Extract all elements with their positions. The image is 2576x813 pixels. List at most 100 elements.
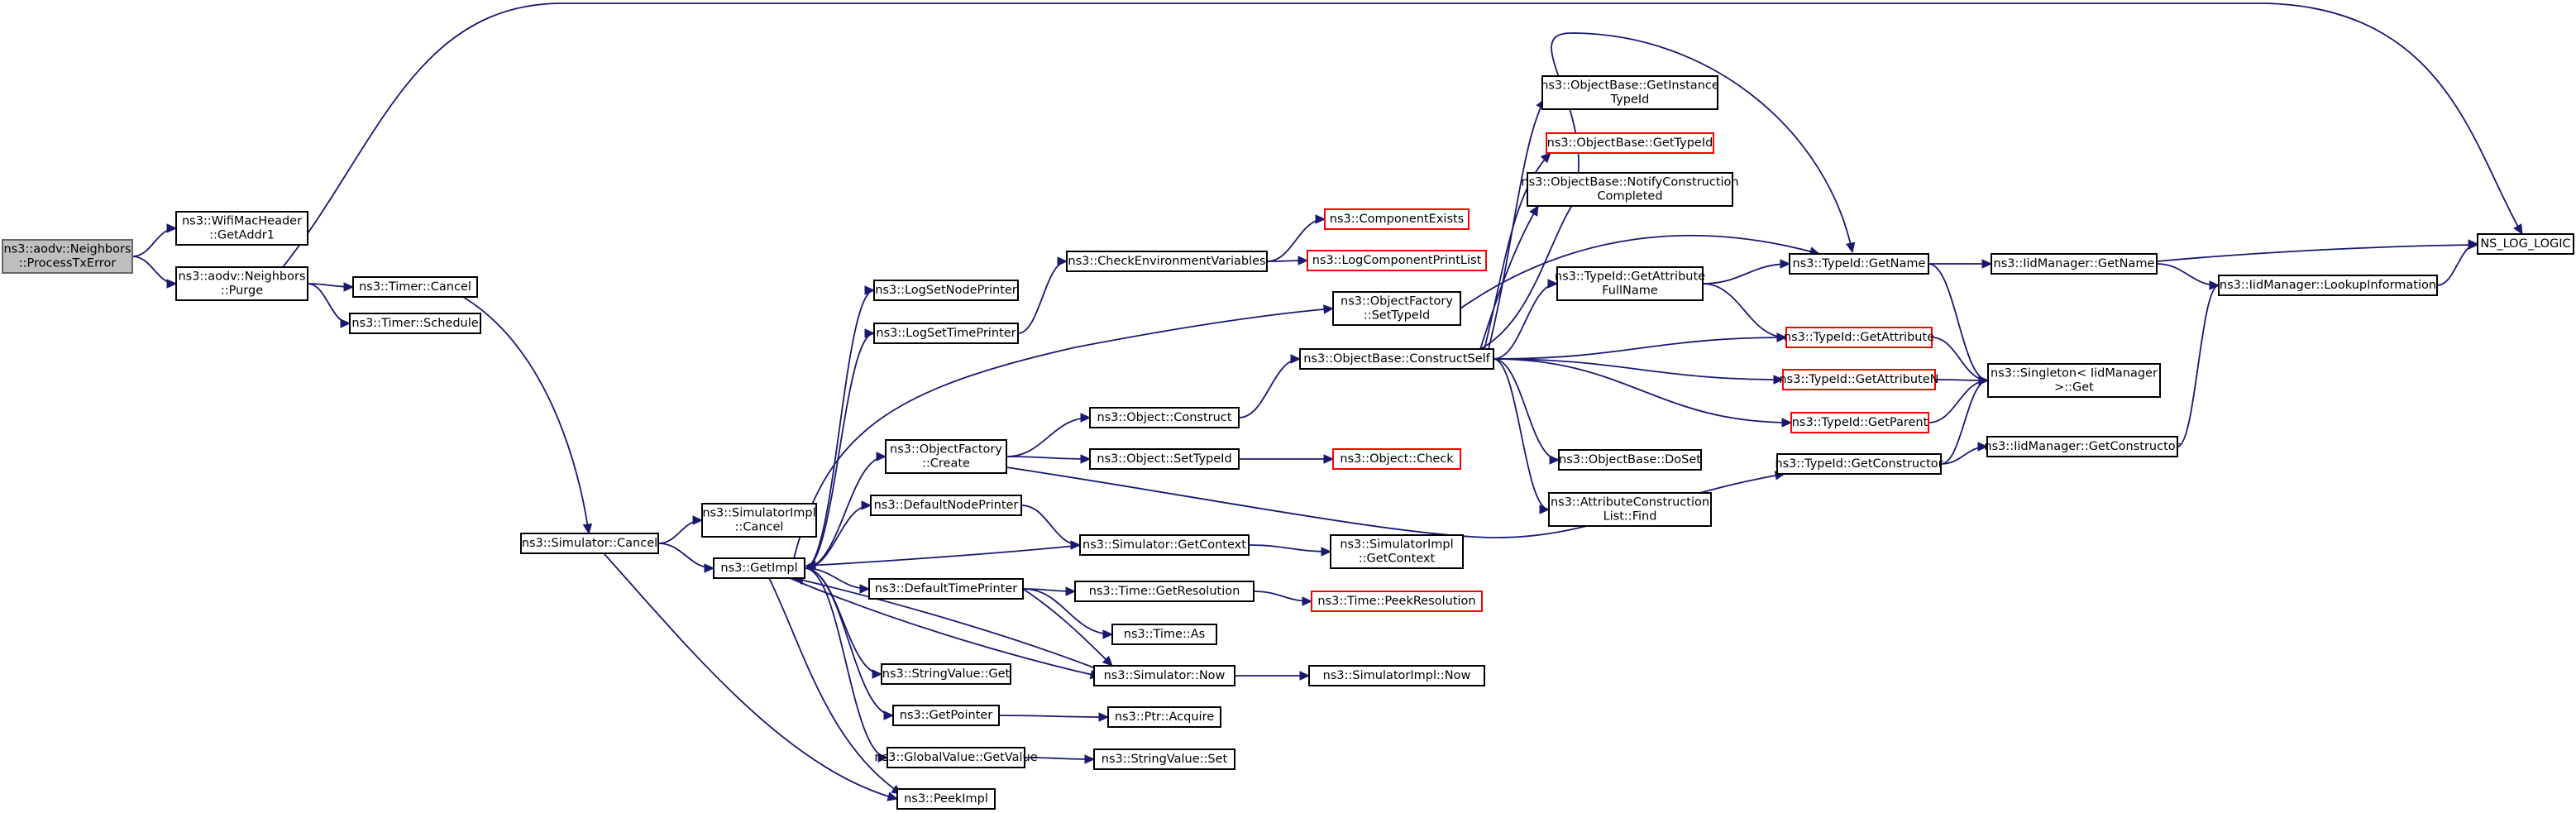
arrow-head bbox=[877, 753, 889, 763]
node-object-base-construct-self[interactable]: ns3::ObjectBase::ConstructSelf bbox=[1299, 348, 1494, 370]
node-singleton-iid-manager-get[interactable]: ns3::Singleton< IidManager>::Get bbox=[1987, 363, 2161, 398]
node-string-value-get[interactable]: ns3::StringValue::Get bbox=[881, 663, 1011, 685]
node-label: ns3::TypeId::GetAttribute bbox=[1555, 270, 1705, 284]
node-component-exists[interactable]: ns3::ComponentExists bbox=[1324, 208, 1470, 230]
node-ns-log-logic[interactable]: NS_LOG_LOGIC bbox=[2477, 233, 2574, 255]
node-object-check[interactable]: ns3::Object::Check bbox=[1332, 448, 1461, 470]
edge-object_base_construct_self-to-object_base_notify_construction_completed bbox=[1479, 204, 1539, 350]
node-default-time-printer[interactable]: ns3::DefaultTimePrinter bbox=[868, 578, 1024, 600]
node-box bbox=[175, 266, 308, 301]
node-simulator-cancel[interactable]: ns3::Simulator::Cancel bbox=[520, 533, 659, 554]
node-iid-manager-get-constructor[interactable]: ns3::IidManager::GetConstructor bbox=[1984, 436, 2181, 457]
node-label: ns3::Singleton< IidManager bbox=[1991, 367, 2158, 380]
node-label: ::GetContext bbox=[1359, 552, 1436, 566]
node-peek-impl[interactable]: ns3::PeekImpl bbox=[896, 788, 996, 810]
edge-line bbox=[1006, 417, 1091, 457]
node-log-component-print-list[interactable]: ns3::LogComponentPrintList bbox=[1307, 250, 1487, 271]
node-label: >::Get bbox=[2054, 381, 2094, 395]
node-timer-schedule[interactable]: ns3::Timer::Schedule bbox=[349, 313, 481, 334]
edge-line bbox=[1017, 261, 1068, 334]
node-get-addr1[interactable]: ns3::WifiMacHeader::GetAddr1 bbox=[175, 211, 308, 246]
node-log-set-time-printer[interactable]: ns3::LogSetTimePrinter bbox=[873, 323, 1019, 344]
node-label: ns3::Timer::Cancel bbox=[359, 280, 471, 294]
node-simulator-now[interactable]: ns3::Simulator::Now bbox=[1093, 665, 1235, 686]
node-ptr-acquire[interactable]: ns3::Ptr::Acquire bbox=[1107, 706, 1221, 728]
node-label: ns3::ObjectBase::GetTypeId bbox=[1547, 136, 1713, 150]
node-label: ns3::Object::Check bbox=[1340, 452, 1454, 466]
node-get-impl[interactable]: ns3::GetImpl bbox=[713, 557, 805, 579]
arrow-head bbox=[1773, 375, 1785, 385]
node-time-peek-resolution[interactable]: ns3::Time::PeekResolution bbox=[1311, 591, 1483, 612]
node-box bbox=[1541, 75, 1718, 110]
node-type-id-get-parent[interactable]: ns3::TypeId::GetParent bbox=[1790, 412, 1929, 433]
node-label: ns3::aodv::Neighbors bbox=[3, 243, 131, 256]
nodes-layer: ns3::aodv::Neighbors::ProcessTxErrorns3:… bbox=[2, 75, 2574, 810]
edge-line bbox=[768, 577, 902, 795]
node-default-node-printer[interactable]: ns3::DefaultNodePrinter bbox=[870, 495, 1022, 516]
edge-line bbox=[793, 308, 1334, 559]
edge-timer_cancel-to-simulator_cancel bbox=[462, 296, 593, 535]
node-label: ns3::TypeId::GetAttribute bbox=[1784, 331, 1934, 344]
edge-simulator_now-to-simulatorimpl_now bbox=[1235, 671, 1311, 681]
node-timer-cancel[interactable]: ns3::Timer::Cancel bbox=[352, 276, 478, 298]
node-label: ::SetTypeId bbox=[1364, 309, 1430, 323]
edge-get_impl-to-log_set_time_printer bbox=[804, 328, 876, 569]
node-purge[interactable]: ns3::aodv::Neighbors::Purge bbox=[175, 266, 308, 301]
arrow-head bbox=[704, 563, 715, 573]
node-log-set-node-printer[interactable]: ns3::LogSetNodePrinter bbox=[873, 280, 1019, 301]
node-time-as[interactable]: ns3::Time::As bbox=[1111, 624, 1217, 645]
node-box bbox=[1079, 534, 1250, 556]
node-iid-manager-lookup-information[interactable]: ns3::IidManager::LookupInformation bbox=[2218, 275, 2438, 296]
node-box bbox=[1548, 492, 1712, 527]
node-simulatorimpl-get-context[interactable]: ns3::SimulatorImpl::GetContext bbox=[1330, 534, 1464, 569]
node-check-env-vars[interactable]: ns3::CheckEnvironmentVariables bbox=[1066, 251, 1268, 272]
node-object-base-notify-construction-completed[interactable]: ns3::ObjectBase::NotifyConstructionCompl… bbox=[1521, 172, 1739, 207]
node-type-id-get-name[interactable]: ns3::TypeId::GetName bbox=[1789, 253, 1929, 275]
arrow-head bbox=[1315, 214, 1326, 224]
node-object-factory-set-type-id[interactable]: ns3::ObjectFactory::SetTypeId bbox=[1332, 291, 1461, 326]
node-object-base-do-set[interactable]: ns3::ObjectBase::DoSet bbox=[1558, 449, 1702, 471]
node-type-id-get-attribute[interactable]: ns3::TypeId::GetAttribute bbox=[1784, 327, 1934, 348]
edge-line bbox=[804, 567, 894, 716]
node-label: ns3::CheckEnvironmentVariables bbox=[1068, 255, 1265, 268]
node-object-set-type-id[interactable]: ns3::Object::SetTypeId bbox=[1089, 448, 1240, 470]
node-box bbox=[1089, 407, 1240, 428]
edge-object_base_construct_self-to-type_id_get_parent bbox=[1493, 358, 1793, 428]
node-object-factory-create[interactable]: ns3::ObjectFactory::Create bbox=[885, 439, 1007, 474]
node-simulatorimpl-cancel[interactable]: ns3::SimulatorImpl::Cancel bbox=[701, 503, 817, 538]
arrow-head bbox=[872, 669, 883, 679]
node-process-tx-error[interactable]: ns3::aodv::Neighbors::ProcessTxError bbox=[2, 239, 133, 274]
node-simulatorimpl-now[interactable]: ns3::SimulatorImpl::Now bbox=[1308, 665, 1485, 686]
node-label: ns3::LogComponentPrintList bbox=[1312, 254, 1482, 267]
edge-line bbox=[805, 544, 1084, 567]
node-label: ns3::GetPointer bbox=[900, 709, 993, 722]
node-object-construct[interactable]: ns3::Object::Construct bbox=[1089, 407, 1240, 428]
node-object-base-get-type-id[interactable]: ns3::ObjectBase::GetTypeId bbox=[1546, 132, 1714, 154]
node-global-value-get-value[interactable]: ns3::GlobalValue::GetValue bbox=[874, 747, 1038, 768]
node-time-get-resolution[interactable]: ns3::Time::GetResolution bbox=[1074, 581, 1255, 602]
arrow-head bbox=[1302, 596, 1313, 606]
arrow-head bbox=[1529, 204, 1539, 217]
node-box bbox=[1782, 369, 1936, 390]
node-type-id-get-constructor[interactable]: ns3::TypeId::GetConstructor bbox=[1775, 453, 1943, 475]
edge-simulator_cancel-to-get_impl bbox=[657, 543, 715, 573]
node-iid-manager-get-name[interactable]: ns3::IidManager::GetName bbox=[1991, 253, 2158, 275]
node-string-value-set[interactable]: ns3::StringValue::Set bbox=[1093, 748, 1235, 770]
node-simulator-get-context[interactable]: ns3::Simulator::GetContext bbox=[1079, 534, 1250, 556]
edge-simulator_cancel-to-simulatorimpl_cancel bbox=[657, 515, 704, 544]
edge-line bbox=[657, 519, 703, 544]
edge-get_impl-to-global_value_get_value bbox=[804, 567, 889, 763]
node-box bbox=[1987, 363, 2161, 398]
node-box bbox=[1556, 266, 1704, 301]
node-label: ns3::Time::PeekResolution bbox=[1317, 595, 1475, 608]
edge-line bbox=[462, 296, 590, 534]
node-label: ns3::TypeId::GetAttributeN bbox=[1779, 373, 1938, 386]
node-get-pointer[interactable]: ns3::GetPointer bbox=[892, 705, 1000, 726]
node-type-id-get-attribute-n[interactable]: ns3::TypeId::GetAttributeN bbox=[1779, 369, 1939, 390]
arrow-head bbox=[340, 318, 351, 328]
edge-purge-to-timer_cancel bbox=[307, 282, 355, 292]
edge-line bbox=[1702, 263, 1790, 285]
